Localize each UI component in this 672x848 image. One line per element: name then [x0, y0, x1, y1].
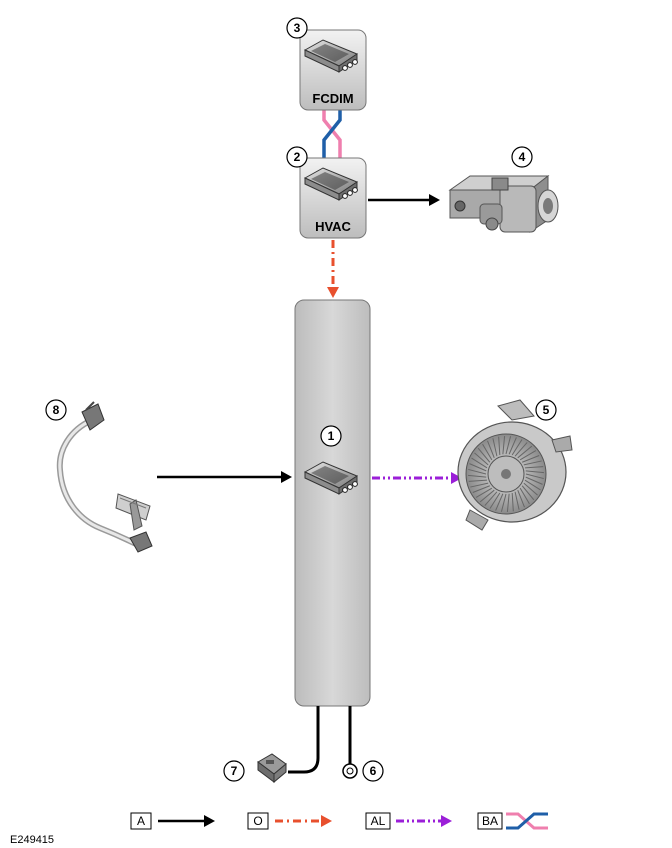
actuator-component: [448, 174, 559, 233]
blower-vane: [479, 489, 495, 503]
callout-8: 8: [45, 399, 67, 421]
blower-vane: [514, 442, 528, 457]
callout-4: 4: [511, 146, 533, 168]
blower-vane: [472, 485, 491, 493]
blower-vane: [468, 479, 488, 482]
svg-text:2: 2: [294, 150, 301, 164]
legend-item-a: A: [130, 812, 215, 830]
hvac-label: HVAC: [315, 219, 351, 234]
blower-vane: [511, 492, 514, 512]
blower-vane: [519, 450, 537, 461]
blower-vane: [524, 479, 541, 491]
blower-vane: [469, 463, 487, 472]
blower-vane: [492, 438, 498, 457]
svg-text:4: 4: [519, 150, 526, 164]
blower-vane: [506, 493, 510, 513]
blower-vane: [482, 443, 493, 461]
blower-vane: [514, 491, 520, 510]
blower-vane: [525, 473, 544, 480]
svg-text:7: 7: [231, 764, 238, 778]
fcdim-module: FCDIM: [299, 29, 367, 111]
blower-vane: [467, 474, 487, 478]
blower-vane: [484, 491, 498, 506]
main-to-blower-arrow: [372, 472, 462, 484]
sensor-to-main-arrow: [157, 471, 292, 483]
blower-vane: [468, 468, 487, 475]
blower-vane: [521, 455, 540, 463]
hvac-module: HVAC: [299, 157, 367, 239]
svg-text:6: 6: [370, 764, 377, 778]
blower-vane: [517, 489, 525, 508]
blower-vane: [500, 493, 507, 512]
blower-vane: [508, 437, 517, 455]
blower-vane: [471, 457, 488, 469]
ground-terminal-icon: [342, 763, 358, 779]
svg-text:1: 1: [328, 429, 335, 443]
blower-vane: [470, 482, 489, 488]
legend-item-al: AL: [365, 812, 452, 830]
legend-item-ba: BA: [477, 812, 548, 830]
blower-vane: [523, 460, 542, 466]
blower-vane: [523, 482, 538, 496]
svg-text:O: O: [253, 814, 262, 828]
callout-7: 7: [223, 760, 245, 782]
svg-text:AL: AL: [371, 814, 386, 828]
svg-text:A: A: [137, 814, 145, 828]
blower-vane: [477, 447, 491, 463]
blower-vane: [498, 436, 501, 456]
blower-vane: [517, 445, 533, 459]
callout-1: 1: [320, 425, 342, 447]
callout-2: 2: [286, 146, 308, 168]
svg-text:3: 3: [294, 21, 301, 35]
blower-vane: [525, 476, 543, 485]
fuse-component: [257, 753, 287, 784]
blower-vane: [524, 466, 544, 469]
blower-vane: [502, 435, 506, 455]
sensor-harness-component: [56, 401, 153, 553]
blower-vane: [475, 487, 493, 498]
fcdim-label: FCDIM: [312, 91, 353, 106]
hvac-to-main-arrow: [327, 240, 339, 298]
blower-vane: [474, 452, 489, 466]
fuse-wire: [288, 706, 320, 774]
svg-text:8: 8: [53, 403, 60, 417]
svg-text:BA: BA: [482, 814, 498, 828]
blower-vane: [511, 439, 523, 456]
blower-vane: [521, 485, 535, 501]
legend: A O AL BA: [130, 812, 548, 830]
blower-vane: [487, 440, 495, 459]
hvac-to-actuator-arrow: [368, 194, 440, 206]
blower-vane: [519, 487, 530, 505]
blower-vane: [505, 436, 512, 455]
callout-6: 6: [362, 760, 384, 782]
fcdim-hvac-bus-link: [322, 110, 342, 160]
legend-item-o: O: [247, 812, 332, 830]
svg-text:5: 5: [543, 403, 550, 417]
callout-5: 5: [535, 399, 557, 421]
blower-vane: [489, 492, 501, 509]
main-module: [294, 299, 371, 707]
blower-vane: [525, 470, 545, 474]
figure-id: E249415: [10, 834, 55, 846]
callout-3: 3: [286, 17, 308, 39]
blower-component: [457, 399, 573, 531]
blower-vane: [495, 493, 504, 511]
